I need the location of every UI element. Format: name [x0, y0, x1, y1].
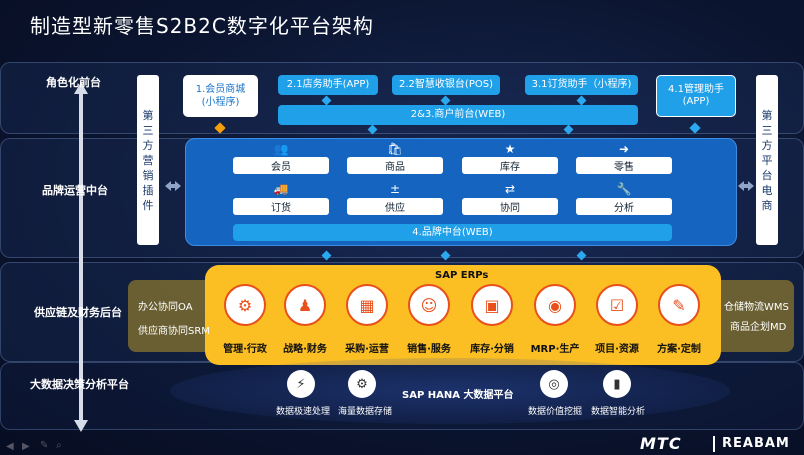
prev-slide-icon[interactable]: ◀	[6, 441, 14, 452]
bag-icon: 🛍	[387, 142, 403, 156]
right-double-arrow-icon	[738, 181, 754, 191]
vertical-double-arrow	[74, 82, 88, 432]
hub-module-inventory: 库存	[462, 157, 558, 174]
erp-left-oa: 办公协同OA	[138, 302, 193, 313]
erp-module-label: 库存·分销	[470, 344, 514, 355]
order-icon: 🚚	[273, 182, 289, 196]
data-mining-icon: ◎	[540, 370, 568, 398]
erp-right-md: 商品企划MD	[730, 322, 787, 333]
pos-pill: 2.2智慧收银台(POS)	[392, 75, 500, 95]
erp-module-label: 方案·定制	[657, 344, 701, 355]
member-mall-sub: (小程序)	[201, 97, 240, 108]
erp-module-label: 项目·资源	[595, 344, 639, 355]
manager-sub: (APP)	[682, 96, 710, 107]
solution-icon: ✎	[658, 284, 700, 326]
bigdata-item-label: 海量数据存储	[338, 407, 393, 417]
hana-title: SAP HANA 大数据平台	[402, 390, 514, 401]
side-right-char: 平	[761, 153, 773, 167]
order-assistant-pill: 3.1订货助手（小程序)	[525, 75, 638, 95]
mrp-icon: ◉	[534, 284, 576, 326]
layer-label-supply: 供应链及财务后台	[34, 306, 122, 319]
side-left-char: 三	[142, 123, 154, 137]
bigdata-item-label: 数据极速处理	[276, 407, 331, 417]
hub-module-collab: 协同	[462, 198, 558, 215]
layer-label-front: 角色化前台	[46, 76, 101, 89]
management-icon: ⚙	[224, 284, 266, 326]
hub-module-goods: 商品	[347, 157, 443, 174]
hub-module-retail: 零售	[576, 157, 672, 174]
member-mall-title: 1.会员商城	[195, 84, 246, 95]
store-app-pill: 2.1店务助手(APP)	[278, 75, 378, 95]
erp-module-label: 战略·财务	[283, 344, 327, 355]
side-right-char: 第	[761, 108, 773, 122]
analysis-icon: 🔧	[616, 182, 632, 196]
hub-module-supply: 供应	[347, 198, 443, 215]
retail-icon: ➜	[618, 142, 630, 156]
data-analysis-icon: ▮	[603, 370, 631, 398]
erp-module-label: 管理·行政	[223, 344, 267, 355]
hub-module-analysis: 分析	[576, 198, 672, 215]
mtc-logo: MTC	[640, 434, 682, 453]
side-right-char: 电	[761, 183, 773, 197]
side-left-char: 第	[142, 108, 154, 122]
pen-icon[interactable]: ✎	[40, 440, 49, 451]
side-left-char: 插	[142, 183, 154, 197]
side-right-char: 三	[761, 123, 773, 137]
side-left-char: 销	[142, 168, 154, 182]
sales-icon: ☺	[408, 284, 450, 326]
brand-web-pill: 4.品牌中台(WEB)	[233, 224, 672, 241]
procurement-icon: ▦	[346, 284, 388, 326]
erp-right-wms: 仓储物流WMS	[724, 302, 789, 313]
side-left-char: 营	[142, 153, 154, 167]
erp-module-label: 销售·服务	[407, 344, 451, 355]
layer-label-bigdata: 大数据决策分析平台	[30, 378, 129, 391]
warehouse-icon: ★	[504, 142, 516, 156]
strategy-icon: ♟	[284, 284, 326, 326]
side-right-char: 商	[761, 198, 773, 212]
data-storage-icon: ⚙	[348, 370, 376, 398]
project-icon: ☑	[596, 284, 638, 326]
reabam-logo: REABAM	[722, 436, 790, 451]
erp-module-label: 采购·运营	[345, 344, 389, 355]
supply-icon: ±	[389, 182, 401, 196]
page-title: 制造型新零售S2B2C数字化平台架构	[30, 14, 374, 38]
side-left-char: 方	[142, 138, 154, 152]
side-right-char: 方	[761, 138, 773, 152]
side-right-char: 台	[761, 168, 773, 182]
inventory-icon: ▣	[471, 284, 513, 326]
collab-icon: ⇄	[504, 182, 516, 196]
manager-title: 4.1管理助手	[668, 84, 724, 95]
layer-label-brand: 品牌运营中台	[42, 184, 108, 197]
bigdata-item-label: 数据价值挖掘	[528, 407, 583, 417]
member-mall-card: 1.会员商城 (小程序)	[183, 75, 258, 117]
merchant-web-pill: 2&3.商户前台(WEB)	[278, 105, 638, 125]
logo-divider	[713, 436, 715, 452]
erp-title: SAP ERPs	[435, 270, 489, 281]
erp-module-label: MRP·生产	[530, 344, 580, 355]
hub-module-ordering: 订货	[233, 198, 329, 215]
left-double-arrow-icon	[165, 181, 181, 191]
bigdata-item-label: 数据智能分析	[591, 407, 646, 417]
next-slide-icon[interactable]: ▶	[22, 441, 30, 452]
hana-ellipse	[170, 358, 730, 424]
members-icon: 👥	[273, 142, 289, 156]
manager-assistant-pill: 4.1管理助手 (APP)	[656, 75, 736, 117]
data-processing-icon: ⚡	[287, 370, 315, 398]
erp-left-srm: 供应商协同SRM	[138, 326, 210, 337]
hub-module-members: 会员	[233, 157, 329, 174]
third-party-marketing-plugin: 第 三 方 营 销 插 件	[137, 75, 159, 245]
side-left-char: 件	[142, 198, 154, 212]
third-party-ecommerce-platform: 第 三 方 平 台 电 商	[756, 75, 778, 245]
zoom-icon[interactable]: ⌕	[56, 440, 62, 451]
